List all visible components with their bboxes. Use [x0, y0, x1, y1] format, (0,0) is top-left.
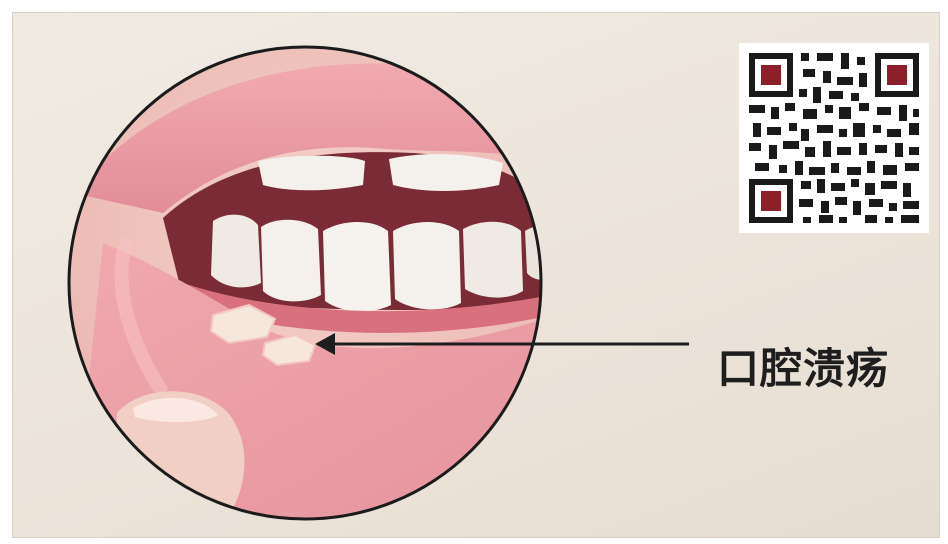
annotation-label: 口腔溃疡 [717, 335, 889, 396]
lens-content [53, 33, 573, 533]
figure-panel: 口腔溃疡 [12, 12, 940, 538]
qr-code-icon [739, 43, 929, 233]
